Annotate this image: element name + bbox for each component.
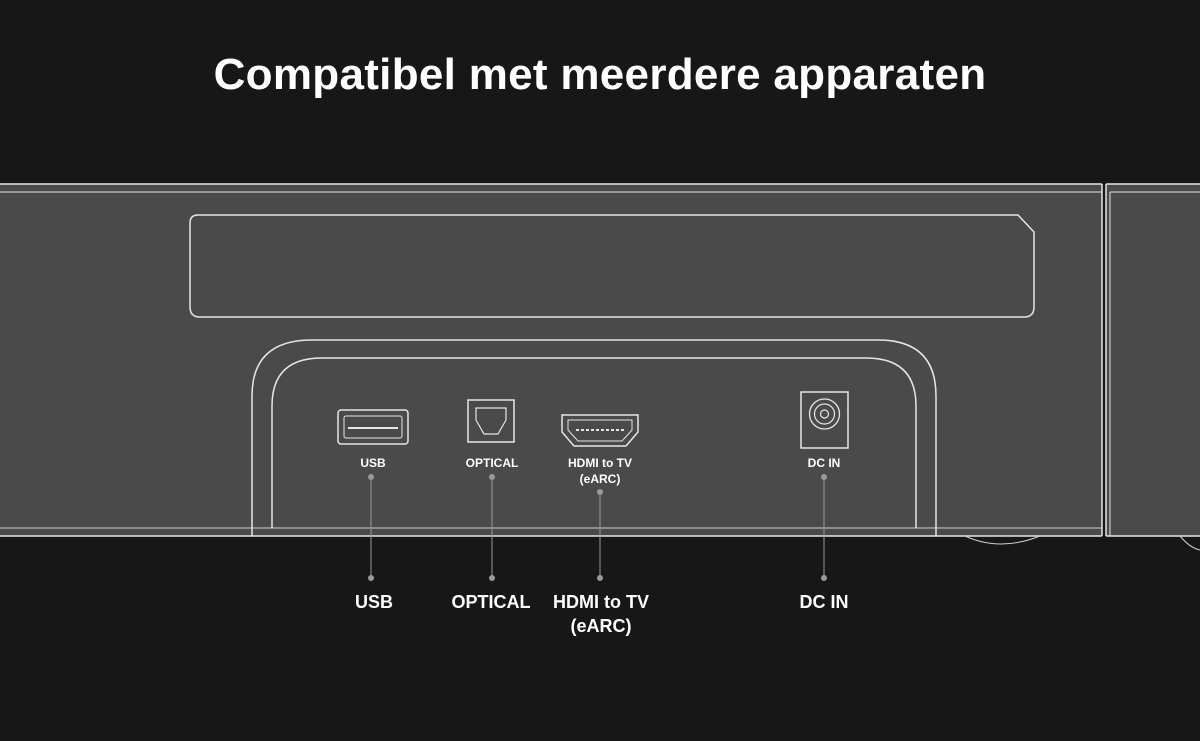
port-panel-inner (271, 357, 917, 528)
usb-port-icon (337, 409, 409, 445)
hdmi-callout-label-line2: (eARC) (571, 616, 632, 636)
hdmi-callout-label: HDMI to TV (553, 592, 649, 612)
dc-in-port-label: DC IN (808, 456, 841, 470)
callout-lines (368, 474, 827, 581)
hdmi-port-label: HDMI to TV (568, 456, 632, 470)
hdmi-port-label-line2: (eARC) (580, 472, 621, 486)
optical-port-icon (467, 399, 515, 443)
hdmi-port-icon (561, 414, 639, 447)
optical-callout-label: OPTICAL (452, 592, 531, 612)
port-panel-outer (251, 339, 937, 536)
soundbar-body (0, 183, 1103, 537)
dc-in-port-icon (800, 391, 849, 449)
usb-callout-label: USB (355, 592, 393, 612)
dc-in-callout-label: DC IN (800, 592, 849, 612)
page-title: Compatibel met meerdere apparaten (213, 50, 987, 99)
optical-port-label: OPTICAL (466, 456, 519, 470)
top-recess-panel (189, 214, 1035, 318)
usb-port-label: USB (360, 456, 386, 470)
soundbar-foot (964, 535, 1041, 545)
soundbar-side-module (1105, 183, 1200, 551)
